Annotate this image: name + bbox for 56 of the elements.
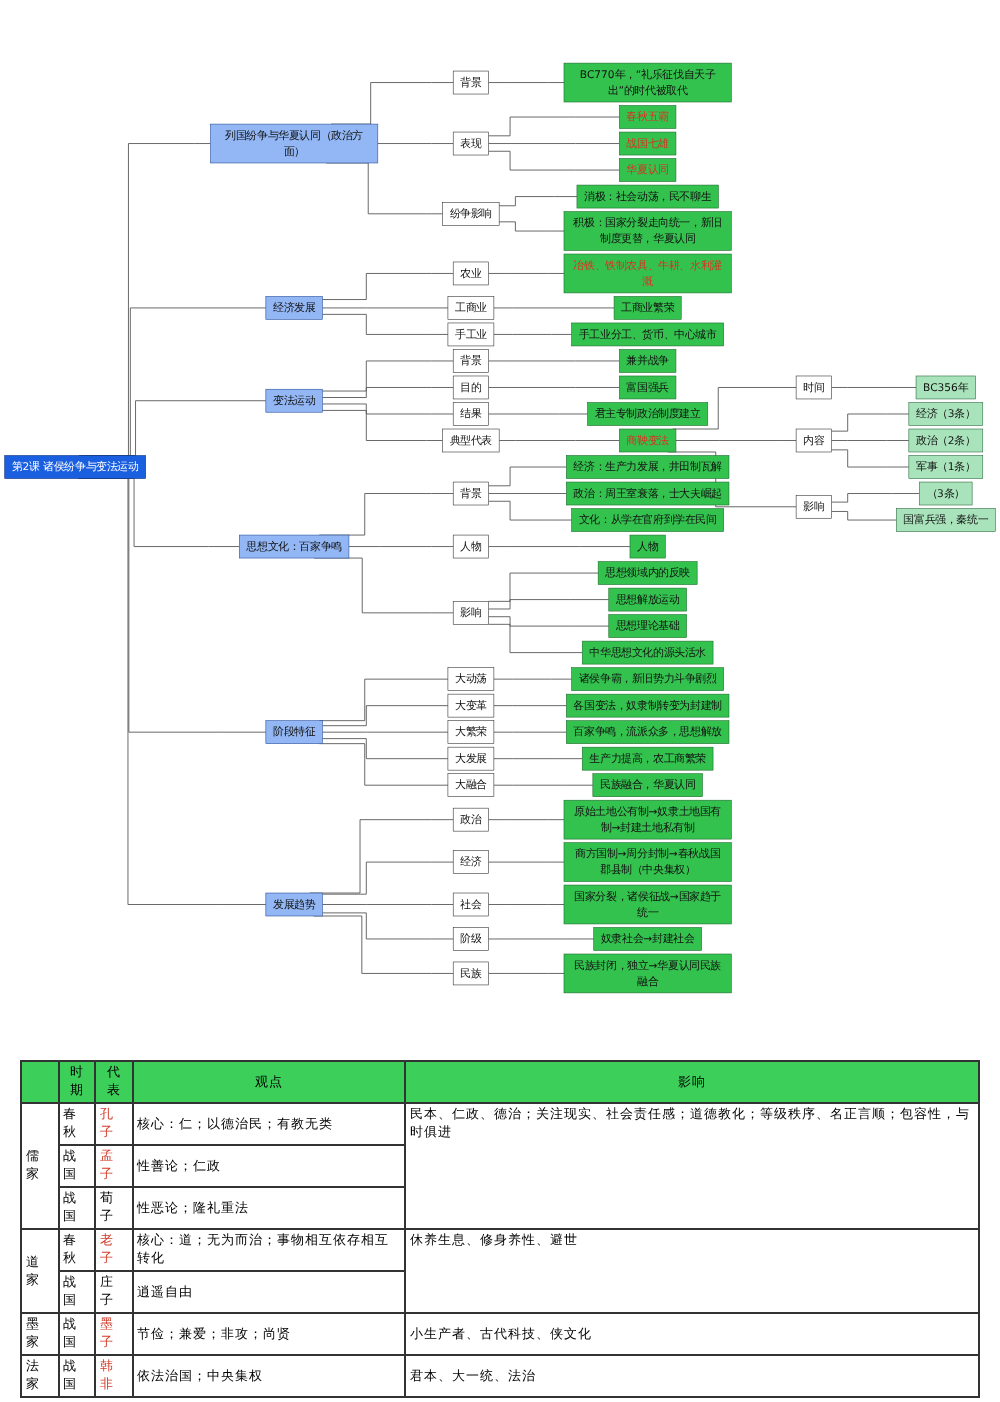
connector xyxy=(831,493,920,503)
connector xyxy=(488,623,583,654)
connector xyxy=(488,973,565,974)
connector xyxy=(488,466,567,487)
connector xyxy=(321,904,454,905)
connector xyxy=(493,678,573,680)
connector xyxy=(488,116,620,137)
connector xyxy=(321,403,454,415)
connector xyxy=(488,599,610,610)
connector xyxy=(493,731,567,733)
connector xyxy=(488,500,573,521)
connector xyxy=(321,861,454,895)
connector xyxy=(321,387,454,398)
connector xyxy=(348,546,454,547)
connector xyxy=(488,493,567,494)
connector xyxy=(321,912,454,940)
connector xyxy=(831,511,897,521)
connector xyxy=(488,819,565,821)
connector xyxy=(321,313,449,335)
connector xyxy=(675,440,797,441)
connector xyxy=(321,360,454,392)
connector xyxy=(493,705,567,707)
connector xyxy=(488,150,620,171)
connector xyxy=(488,572,599,602)
connector xyxy=(488,616,610,627)
connector xyxy=(498,440,620,441)
connector xyxy=(493,758,583,760)
connector xyxy=(831,387,917,388)
connector xyxy=(488,143,620,144)
connector xyxy=(377,143,454,144)
connector xyxy=(488,360,620,362)
connector xyxy=(488,82,565,83)
connector xyxy=(831,449,910,468)
connector xyxy=(321,731,449,733)
connector xyxy=(831,413,910,432)
connector xyxy=(493,334,573,335)
connector xyxy=(318,678,449,722)
connector xyxy=(321,705,449,727)
connector xyxy=(672,387,797,430)
connector xyxy=(321,307,449,309)
connector xyxy=(488,861,565,863)
connector xyxy=(831,440,910,441)
connector xyxy=(493,784,594,786)
connector xyxy=(488,938,595,940)
connector xyxy=(318,743,449,786)
connector xyxy=(488,904,565,905)
connector xyxy=(498,221,565,232)
connector xyxy=(488,413,588,415)
connector xyxy=(498,196,578,207)
connector xyxy=(488,387,620,388)
connector xyxy=(321,273,454,300)
connector xyxy=(488,546,631,547)
connector xyxy=(321,410,444,441)
connector xyxy=(493,307,615,309)
connector xyxy=(321,738,449,760)
connector xyxy=(488,273,565,274)
